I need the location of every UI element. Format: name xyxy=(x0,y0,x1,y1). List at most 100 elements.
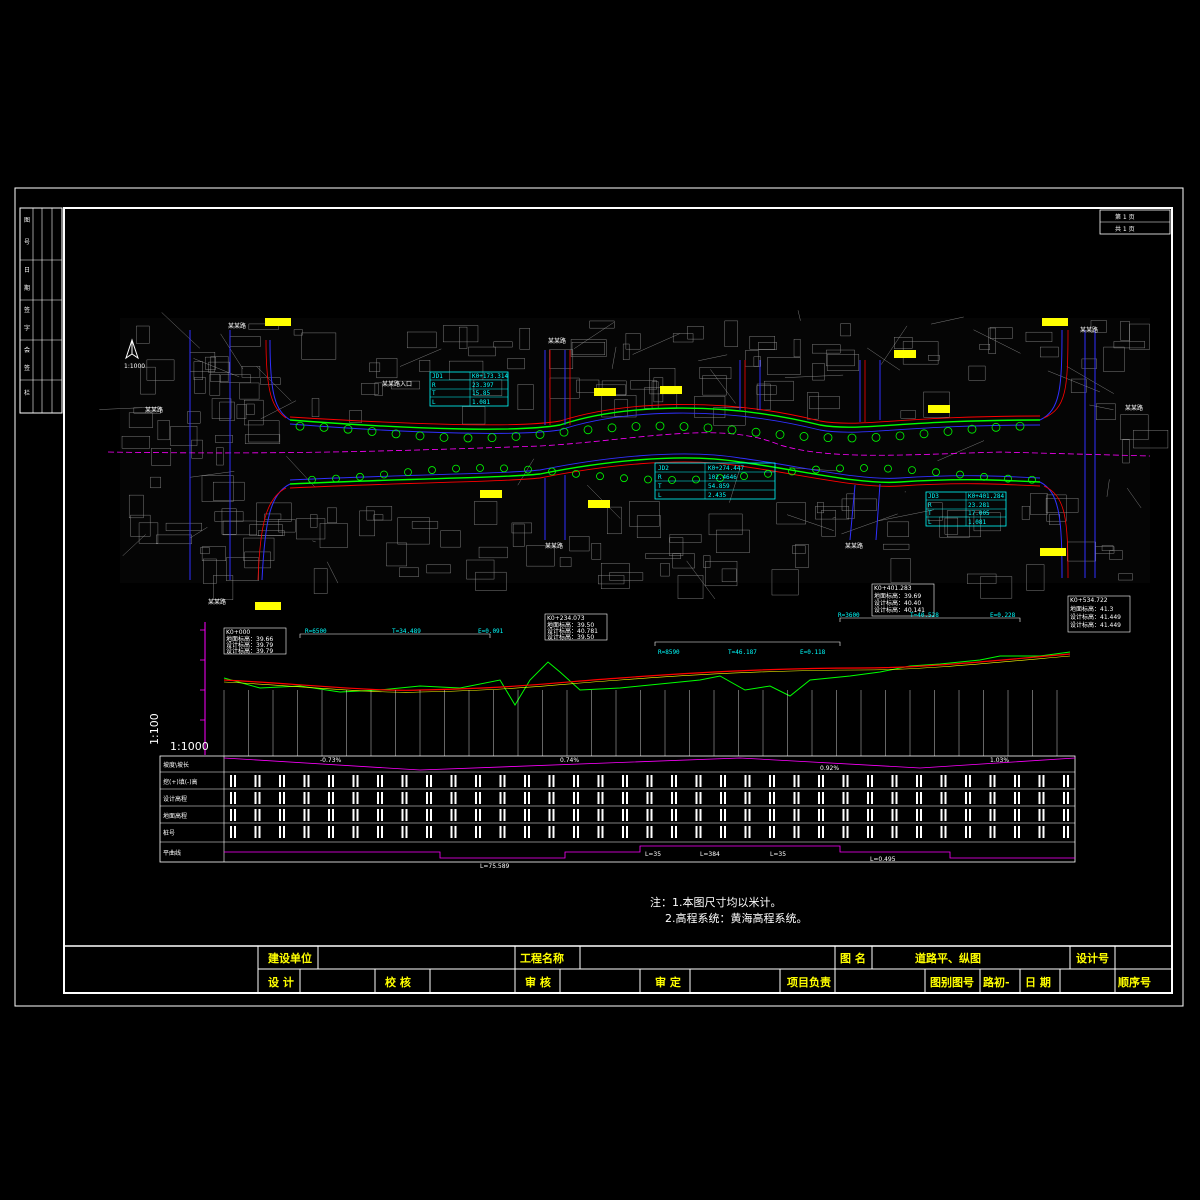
table-value-mark xyxy=(601,809,604,821)
table-value-mark xyxy=(822,826,824,838)
north-arrow-icon xyxy=(125,338,139,360)
ct1-r3c0: L xyxy=(432,399,436,406)
table-value-mark xyxy=(258,792,261,804)
vc1-r: R=6500 xyxy=(305,628,327,635)
table-value-mark xyxy=(528,775,530,787)
building-footprint xyxy=(473,501,498,525)
table-value-mark xyxy=(475,775,477,787)
table-value-mark xyxy=(1063,792,1065,804)
ct2-r0c1: K0+274.447 xyxy=(708,465,745,472)
table-value-mark xyxy=(356,826,359,838)
table-value-mark xyxy=(356,809,359,821)
map-line xyxy=(193,358,240,378)
table-value-mark xyxy=(846,809,849,821)
table-value-mark xyxy=(381,775,383,787)
left-strip xyxy=(19,207,63,414)
building-footprint xyxy=(672,333,694,343)
table-value-mark xyxy=(1042,775,1045,787)
cross-road-right-red xyxy=(1043,329,1069,579)
table-value-mark xyxy=(993,826,996,838)
table-value-mark xyxy=(695,809,698,821)
profile-table xyxy=(159,755,1076,863)
curve-table-2: JD2 K0+274.447 R 102.4646 T 54.859 L 2.4… xyxy=(654,462,776,500)
tree-icon xyxy=(812,465,820,474)
table-value-mark xyxy=(895,792,898,804)
building-footprint xyxy=(507,358,525,370)
map-line xyxy=(881,325,908,365)
building-footprint xyxy=(258,530,285,536)
table-value-mark xyxy=(577,809,579,821)
building-footprint xyxy=(493,341,513,348)
building-footprint xyxy=(771,569,799,596)
table-value-mark xyxy=(528,792,530,804)
review-label: 审 核 xyxy=(525,975,551,989)
building-footprint xyxy=(376,358,398,379)
table-value-mark xyxy=(352,826,355,838)
vc3-r: R=3600 xyxy=(838,612,860,619)
table-value-mark xyxy=(503,775,506,787)
curve-len-1: L=75.589 xyxy=(480,863,510,870)
table-value-mark xyxy=(332,809,334,821)
table-value-mark xyxy=(797,792,800,804)
table-value-mark xyxy=(622,775,624,787)
tree-icon xyxy=(500,464,508,473)
table-value-mark xyxy=(650,792,653,804)
table-value-mark xyxy=(1063,775,1065,787)
table-value-mark xyxy=(891,792,894,804)
tree-icon xyxy=(775,430,785,439)
ct3-r2c1: 17.005 xyxy=(968,510,990,517)
project-lead-label: 项目负责 xyxy=(787,975,831,989)
map-line xyxy=(573,322,614,349)
left-strip-label-7: 会 xyxy=(24,346,30,354)
table-value-mark xyxy=(891,826,894,838)
building-footprint xyxy=(220,374,251,383)
table-value-mark xyxy=(671,792,673,804)
table-value-mark xyxy=(303,809,306,821)
table-value-mark xyxy=(748,809,751,821)
table-value-mark xyxy=(773,826,775,838)
building-footprint xyxy=(826,349,855,367)
approve-label: 审 定 xyxy=(655,975,681,989)
table-value-mark xyxy=(920,792,922,804)
table-value-mark xyxy=(328,826,330,838)
table-value-mark xyxy=(377,775,379,787)
building-footprint xyxy=(526,545,555,567)
tree-icon xyxy=(319,422,329,432)
table-value-mark xyxy=(695,826,698,838)
building-footprint xyxy=(1030,493,1048,515)
tree-icon xyxy=(895,431,905,441)
map-line xyxy=(937,440,985,462)
building-footprint xyxy=(301,332,337,360)
table-value-mark xyxy=(867,809,869,821)
table-value-mark xyxy=(695,792,698,804)
vc2-t: T=46.187 xyxy=(728,649,757,656)
table-value-mark xyxy=(940,826,943,838)
table-value-mark xyxy=(1042,809,1045,821)
map-line xyxy=(1047,370,1101,393)
table-value-mark xyxy=(989,826,992,838)
map-line xyxy=(797,310,801,321)
table-value-mark xyxy=(965,809,967,821)
tree-icon xyxy=(703,423,713,433)
tree-icon xyxy=(799,432,809,441)
table-value-mark xyxy=(405,826,408,838)
svg-text:K0+534.722: K0+534.722 xyxy=(1070,597,1108,604)
table-value-mark xyxy=(773,792,775,804)
table-value-mark xyxy=(426,792,428,804)
building-footprint xyxy=(128,494,144,519)
table-value-mark xyxy=(479,809,481,821)
table-value-mark xyxy=(646,809,649,821)
seq-label: 顺序号 xyxy=(1118,975,1151,989)
building-footprint xyxy=(512,523,525,547)
table-value-mark xyxy=(230,826,232,838)
road-edge-bottom-blue xyxy=(289,453,1041,481)
building-footprint xyxy=(327,507,337,524)
building-footprint xyxy=(219,401,235,421)
table-value-mark xyxy=(454,826,457,838)
building-footprint xyxy=(264,513,282,520)
table-value-mark xyxy=(895,826,898,838)
ct3-r2c0: T xyxy=(928,510,932,517)
table-value-mark xyxy=(381,826,383,838)
table-value-mark xyxy=(332,775,334,787)
left-strip-label-5: 签 xyxy=(24,306,30,314)
